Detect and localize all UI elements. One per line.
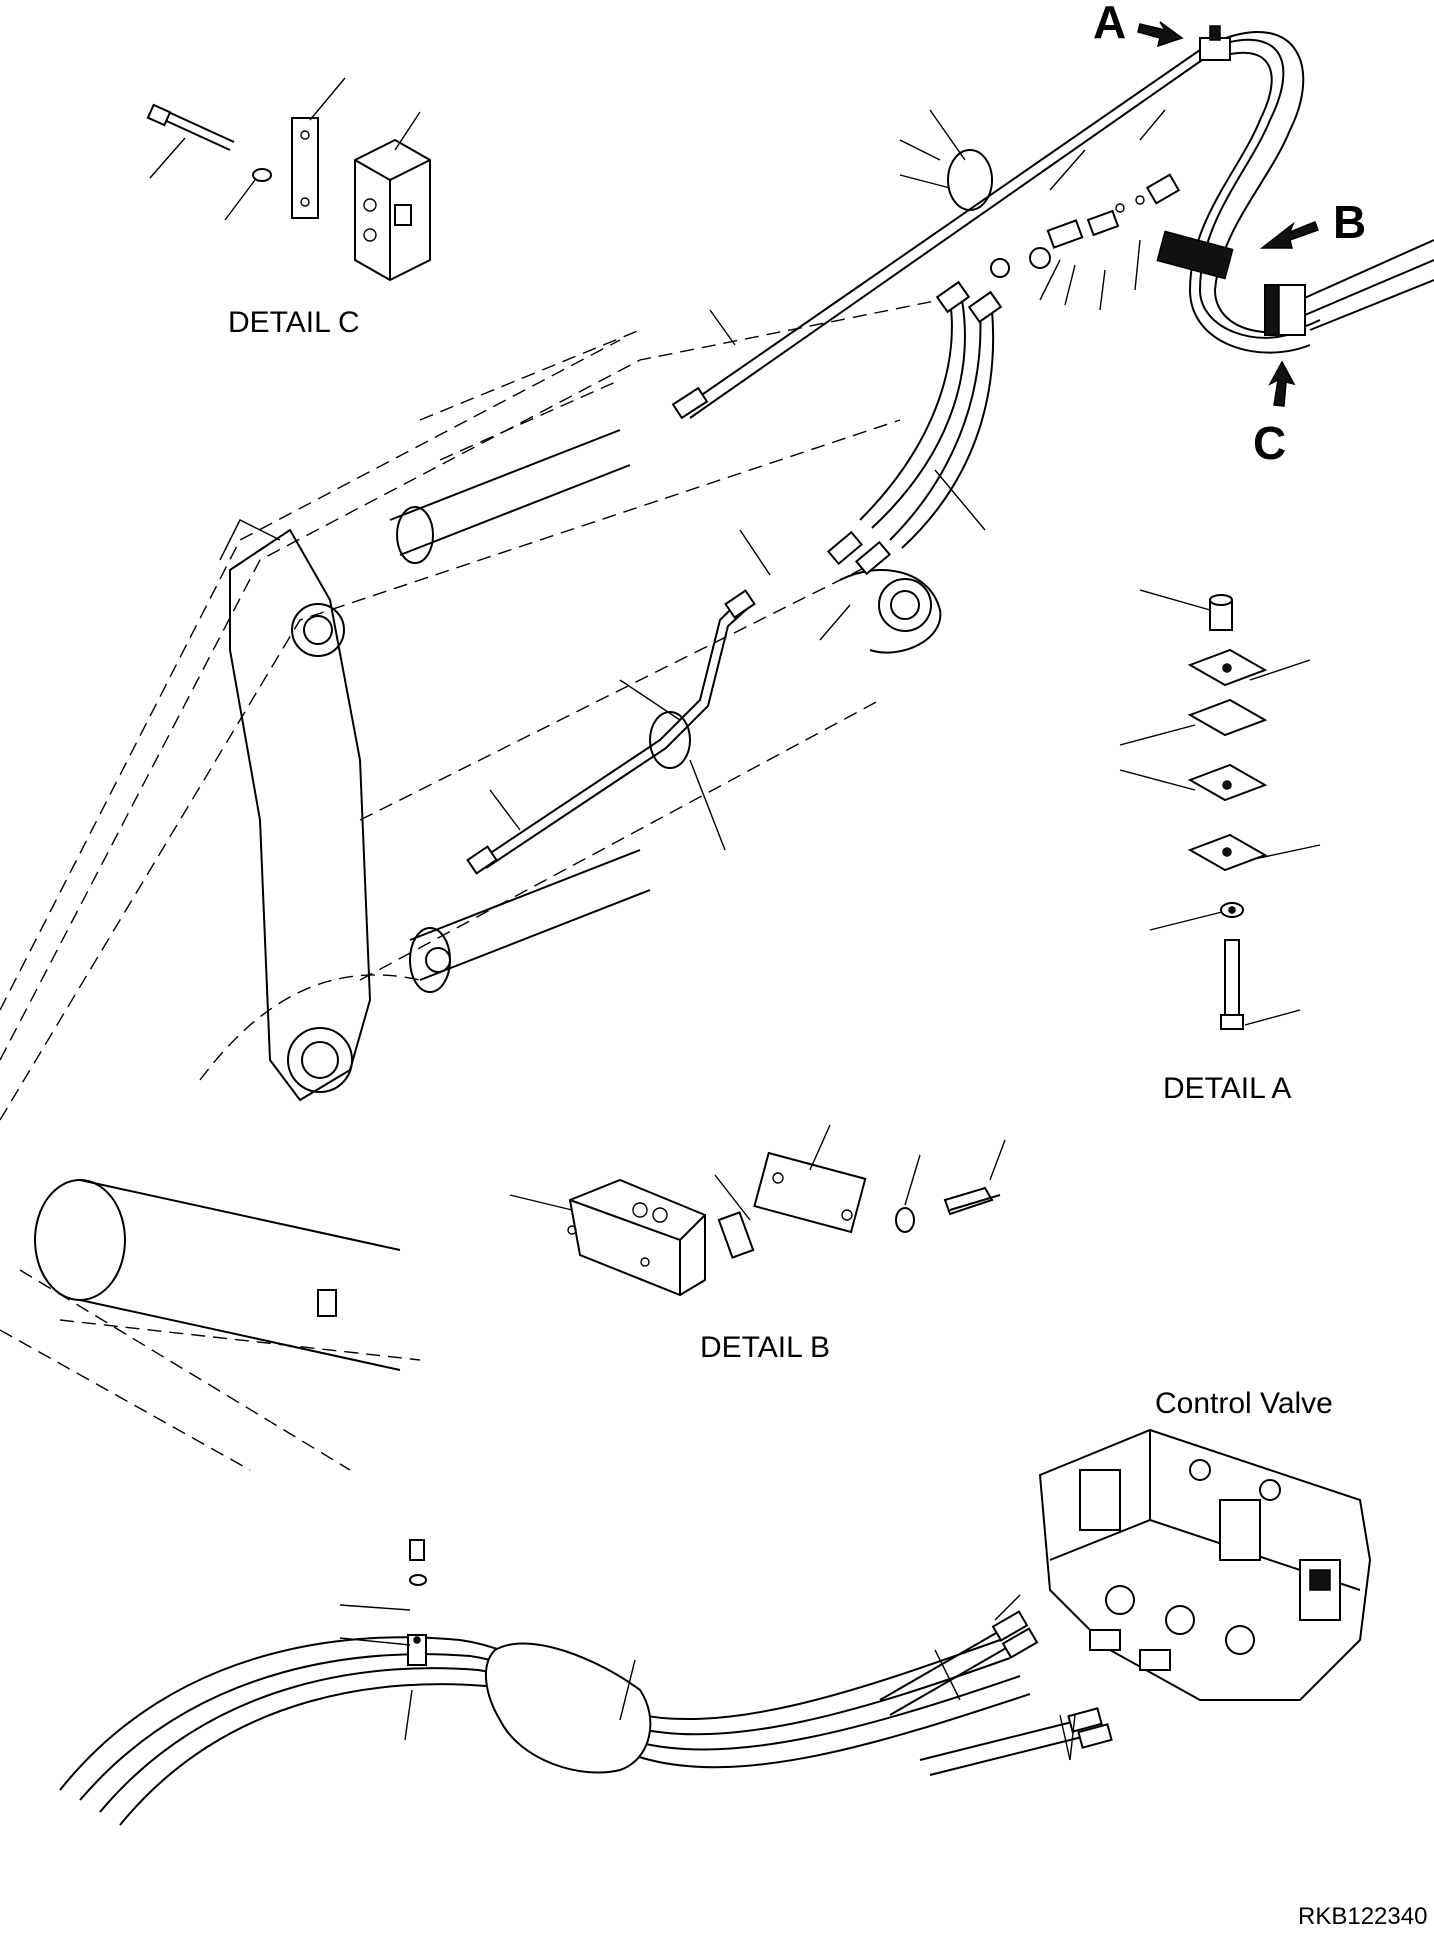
cylinder-bracket — [839, 569, 942, 654]
callout-letter-b: B — [1333, 196, 1366, 248]
detail-a-parts — [1119, 589, 1321, 1030]
arrow-a-icon — [1137, 21, 1184, 48]
clamp-a — [1199, 25, 1231, 61]
cylinder-hoses — [826, 280, 1003, 576]
detail-b-label: DETAIL B — [700, 1331, 830, 1364]
callout-letter-c: C — [1253, 417, 1286, 469]
detail-c-parts — [146, 77, 431, 282]
callout-a: A — [1093, 0, 1184, 48]
boom-cylinder-lower — [409, 849, 651, 993]
drawing-code: RKB122340 — [1298, 1903, 1427, 1930]
fittings-row-upper — [990, 173, 1181, 278]
arm-link-plate — [219, 519, 372, 1102]
main-view-leader-lines — [489, 109, 1166, 851]
clamp-c — [1264, 284, 1306, 336]
detail-c-label: DETAIL C — [228, 306, 360, 339]
callout-c: C — [1253, 360, 1296, 469]
control-valve — [1038, 1428, 1372, 1701]
detail-a-label: DETAIL A — [1163, 1072, 1291, 1105]
callout-letter-a: A — [1093, 0, 1126, 48]
arrow-b-icon — [1259, 221, 1319, 249]
lower-hose-bundle — [59, 1539, 1113, 1826]
lower-tube-line — [466, 589, 756, 875]
boom-cylinder-upper — [389, 429, 631, 564]
clamp-b — [1156, 230, 1234, 280]
detail-b-parts — [509, 1124, 1006, 1297]
boom-phantom-outline — [0, 299, 941, 1471]
control-valve-label: Control Valve — [1155, 1387, 1333, 1420]
upper-hose-bundle — [1188, 31, 1434, 354]
boom-foot-tube — [34, 1179, 401, 1371]
callout-b: B — [1259, 196, 1366, 249]
upper-tube-line — [671, 49, 1206, 420]
arrow-c-icon — [1268, 360, 1296, 407]
